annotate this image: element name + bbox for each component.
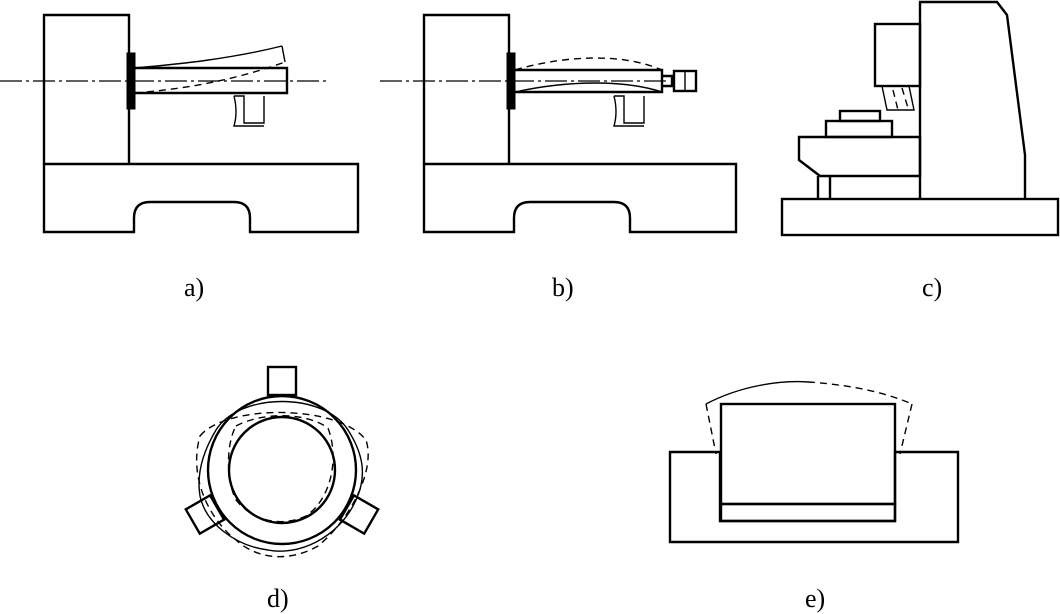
mill-c-cutter-deflected [892,87,909,111]
ring-d-deformed-dashed [195,411,369,558]
mill-c-cutter [881,85,915,111]
ring-d-jaw-top [266,365,298,397]
lathe-b-tool [614,95,645,124]
caption-e: e) [805,584,826,613]
lathe-b-headstock [422,13,511,164]
caption-c: c) [922,273,943,302]
ring-d-inner-dashed [227,415,334,523]
lathe-a-tool-break [233,95,264,127]
lathe-a-workpiece [135,66,289,95]
ring-d-deformed-solid [198,400,364,552]
panel-d-three-jaw-ring [184,365,380,558]
lathe-a-tool [234,95,265,124]
panel-e-block-fixture [668,380,960,544]
lathe-a-deflected-lower [134,61,286,94]
lathe-a-headstock [42,13,131,164]
lathe-b-workpiece [515,68,664,94]
fixture-e-left-deflection [705,403,717,455]
fixture-e-right-deflection [899,403,913,455]
mill-c-base [780,197,1060,237]
lathe-b-tailstock-center [662,74,674,88]
panel-b-lathe-tailstock [380,13,738,234]
caption-b: b) [552,273,574,302]
mill-c-table [797,135,922,178]
fixture-e-arc-dashed [807,381,913,405]
fixture-e-workpiece-bottom [719,502,897,523]
mill-c-support-leg [816,176,832,199]
mill-c-workpiece-lower [824,119,894,139]
caption-d: d) [267,584,289,613]
lathe-a-deflected-end [281,45,286,63]
mill-c-column [918,0,1027,199]
mill-c-spindle-head [873,22,922,88]
fixture-e-arc-solid [705,380,809,405]
fixture-e-workpiece [719,402,897,506]
lathe-b-tool-break [613,95,644,127]
fixture-e-base [668,450,960,544]
lathe-b-bulge-lower [514,82,663,93]
panel-c-milling-machine [780,0,1060,237]
lathe-b-bulge-upper [514,57,663,71]
lathe-b-bed [422,162,738,234]
mill-c-workpiece-upper [838,109,882,123]
panel-a-lathe-cantilever [0,13,360,234]
lathe-a-deflected-upper [134,45,283,69]
caption-a: a) [184,273,205,302]
lathe-a-bed [42,162,360,234]
